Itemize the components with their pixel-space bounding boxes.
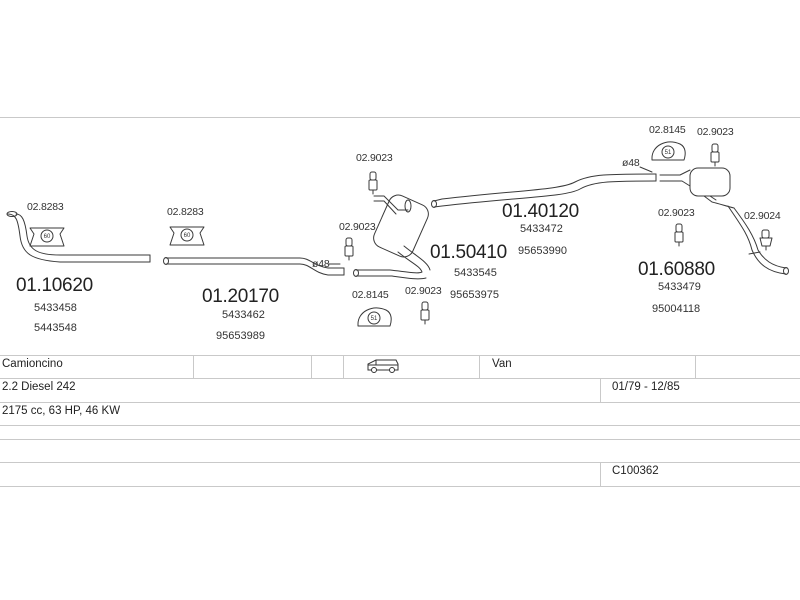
part-reference: 5433458 — [34, 302, 77, 314]
part-number: 01.20170 — [202, 286, 279, 307]
hanger-icon — [344, 237, 354, 261]
part-number: 01.10620 — [16, 275, 93, 296]
fitting-code: 02.9023 — [339, 221, 376, 233]
intermediate-pipe-drawing — [163, 257, 345, 276]
catalog-code: C100362 — [612, 465, 659, 477]
hanger-icon — [710, 143, 720, 167]
table-divider — [600, 462, 601, 486]
table-divider — [311, 355, 312, 378]
front-pipe-drawing — [6, 211, 151, 263]
fitting-code: 02.9023 — [697, 126, 734, 138]
rear-pipe-drawing — [431, 173, 657, 208]
table-line-5 — [0, 439, 800, 440]
rear-muffler-drawing — [659, 167, 789, 275]
clamp-badge-text: 51 — [371, 316, 378, 322]
fitting-code: 02.8145 — [352, 289, 389, 301]
clamp-icon — [29, 227, 65, 247]
part-reference: 5433545 — [454, 267, 497, 279]
clamp-badge-text: 60 — [184, 233, 191, 239]
frame-top-line — [0, 117, 800, 118]
table-divider — [695, 355, 696, 378]
table-line-7 — [0, 486, 800, 487]
clamp-icon — [169, 226, 205, 246]
hanger-icon — [368, 171, 378, 195]
table-divider — [600, 378, 601, 402]
part-reference: 5433462 — [222, 309, 265, 321]
diameter-label: ø48 — [622, 157, 640, 169]
ring-clamp-icon — [357, 307, 392, 327]
part-number: 01.40120 — [502, 201, 579, 222]
part-reference: 95653975 — [450, 289, 499, 301]
fitting-code: 02.8283 — [167, 206, 204, 218]
ring-clamp-icon — [651, 141, 686, 161]
fitting-code: 02.9023 — [356, 152, 393, 164]
diameter-leader-line — [639, 166, 653, 173]
van-icon — [366, 358, 400, 374]
fitting-code: 02.9023 — [658, 207, 695, 219]
table-line-3 — [0, 402, 800, 403]
engine-specs: 2175 cc, 63 HP, 46 KW — [2, 405, 121, 417]
fitting-code: 02.9024 — [744, 210, 781, 222]
table-divider — [193, 355, 194, 378]
table-line-1 — [0, 355, 800, 356]
vehicle-type: Camioncino — [2, 358, 63, 370]
part-reference: 95653989 — [216, 330, 265, 342]
clamp-badge-text: 51 — [665, 150, 672, 156]
diameter-label: ø48 — [312, 258, 330, 270]
fitting-code: 02.8283 — [27, 201, 64, 213]
table-line-2 — [0, 378, 800, 379]
fitting-code: 02.8145 — [649, 124, 686, 136]
fitting-code: 02.9023 — [405, 285, 442, 297]
part-number: 01.50410 — [430, 242, 507, 263]
hanger-icon — [674, 223, 684, 247]
engine-label: 2.2 Diesel 242 — [2, 381, 76, 393]
van-label: Van — [492, 358, 512, 370]
table-line-6 — [0, 462, 800, 463]
part-reference: 95653990 — [518, 245, 567, 257]
part-reference: 5433472 — [520, 223, 563, 235]
table-line-4 — [0, 425, 800, 426]
part-reference: 5443548 — [34, 322, 77, 334]
center-muffler-drawing — [353, 194, 431, 280]
hanger-icon — [759, 229, 773, 251]
part-reference: 5433479 — [658, 281, 701, 293]
clamp-badge-text: 60 — [44, 234, 51, 240]
hanger-icon — [420, 301, 430, 325]
part-number: 01.60880 — [638, 259, 715, 280]
production-years: 01/79 - 12/85 — [612, 381, 680, 393]
table-divider — [479, 355, 480, 378]
table-divider — [343, 355, 344, 378]
part-reference: 95004118 — [652, 303, 701, 315]
